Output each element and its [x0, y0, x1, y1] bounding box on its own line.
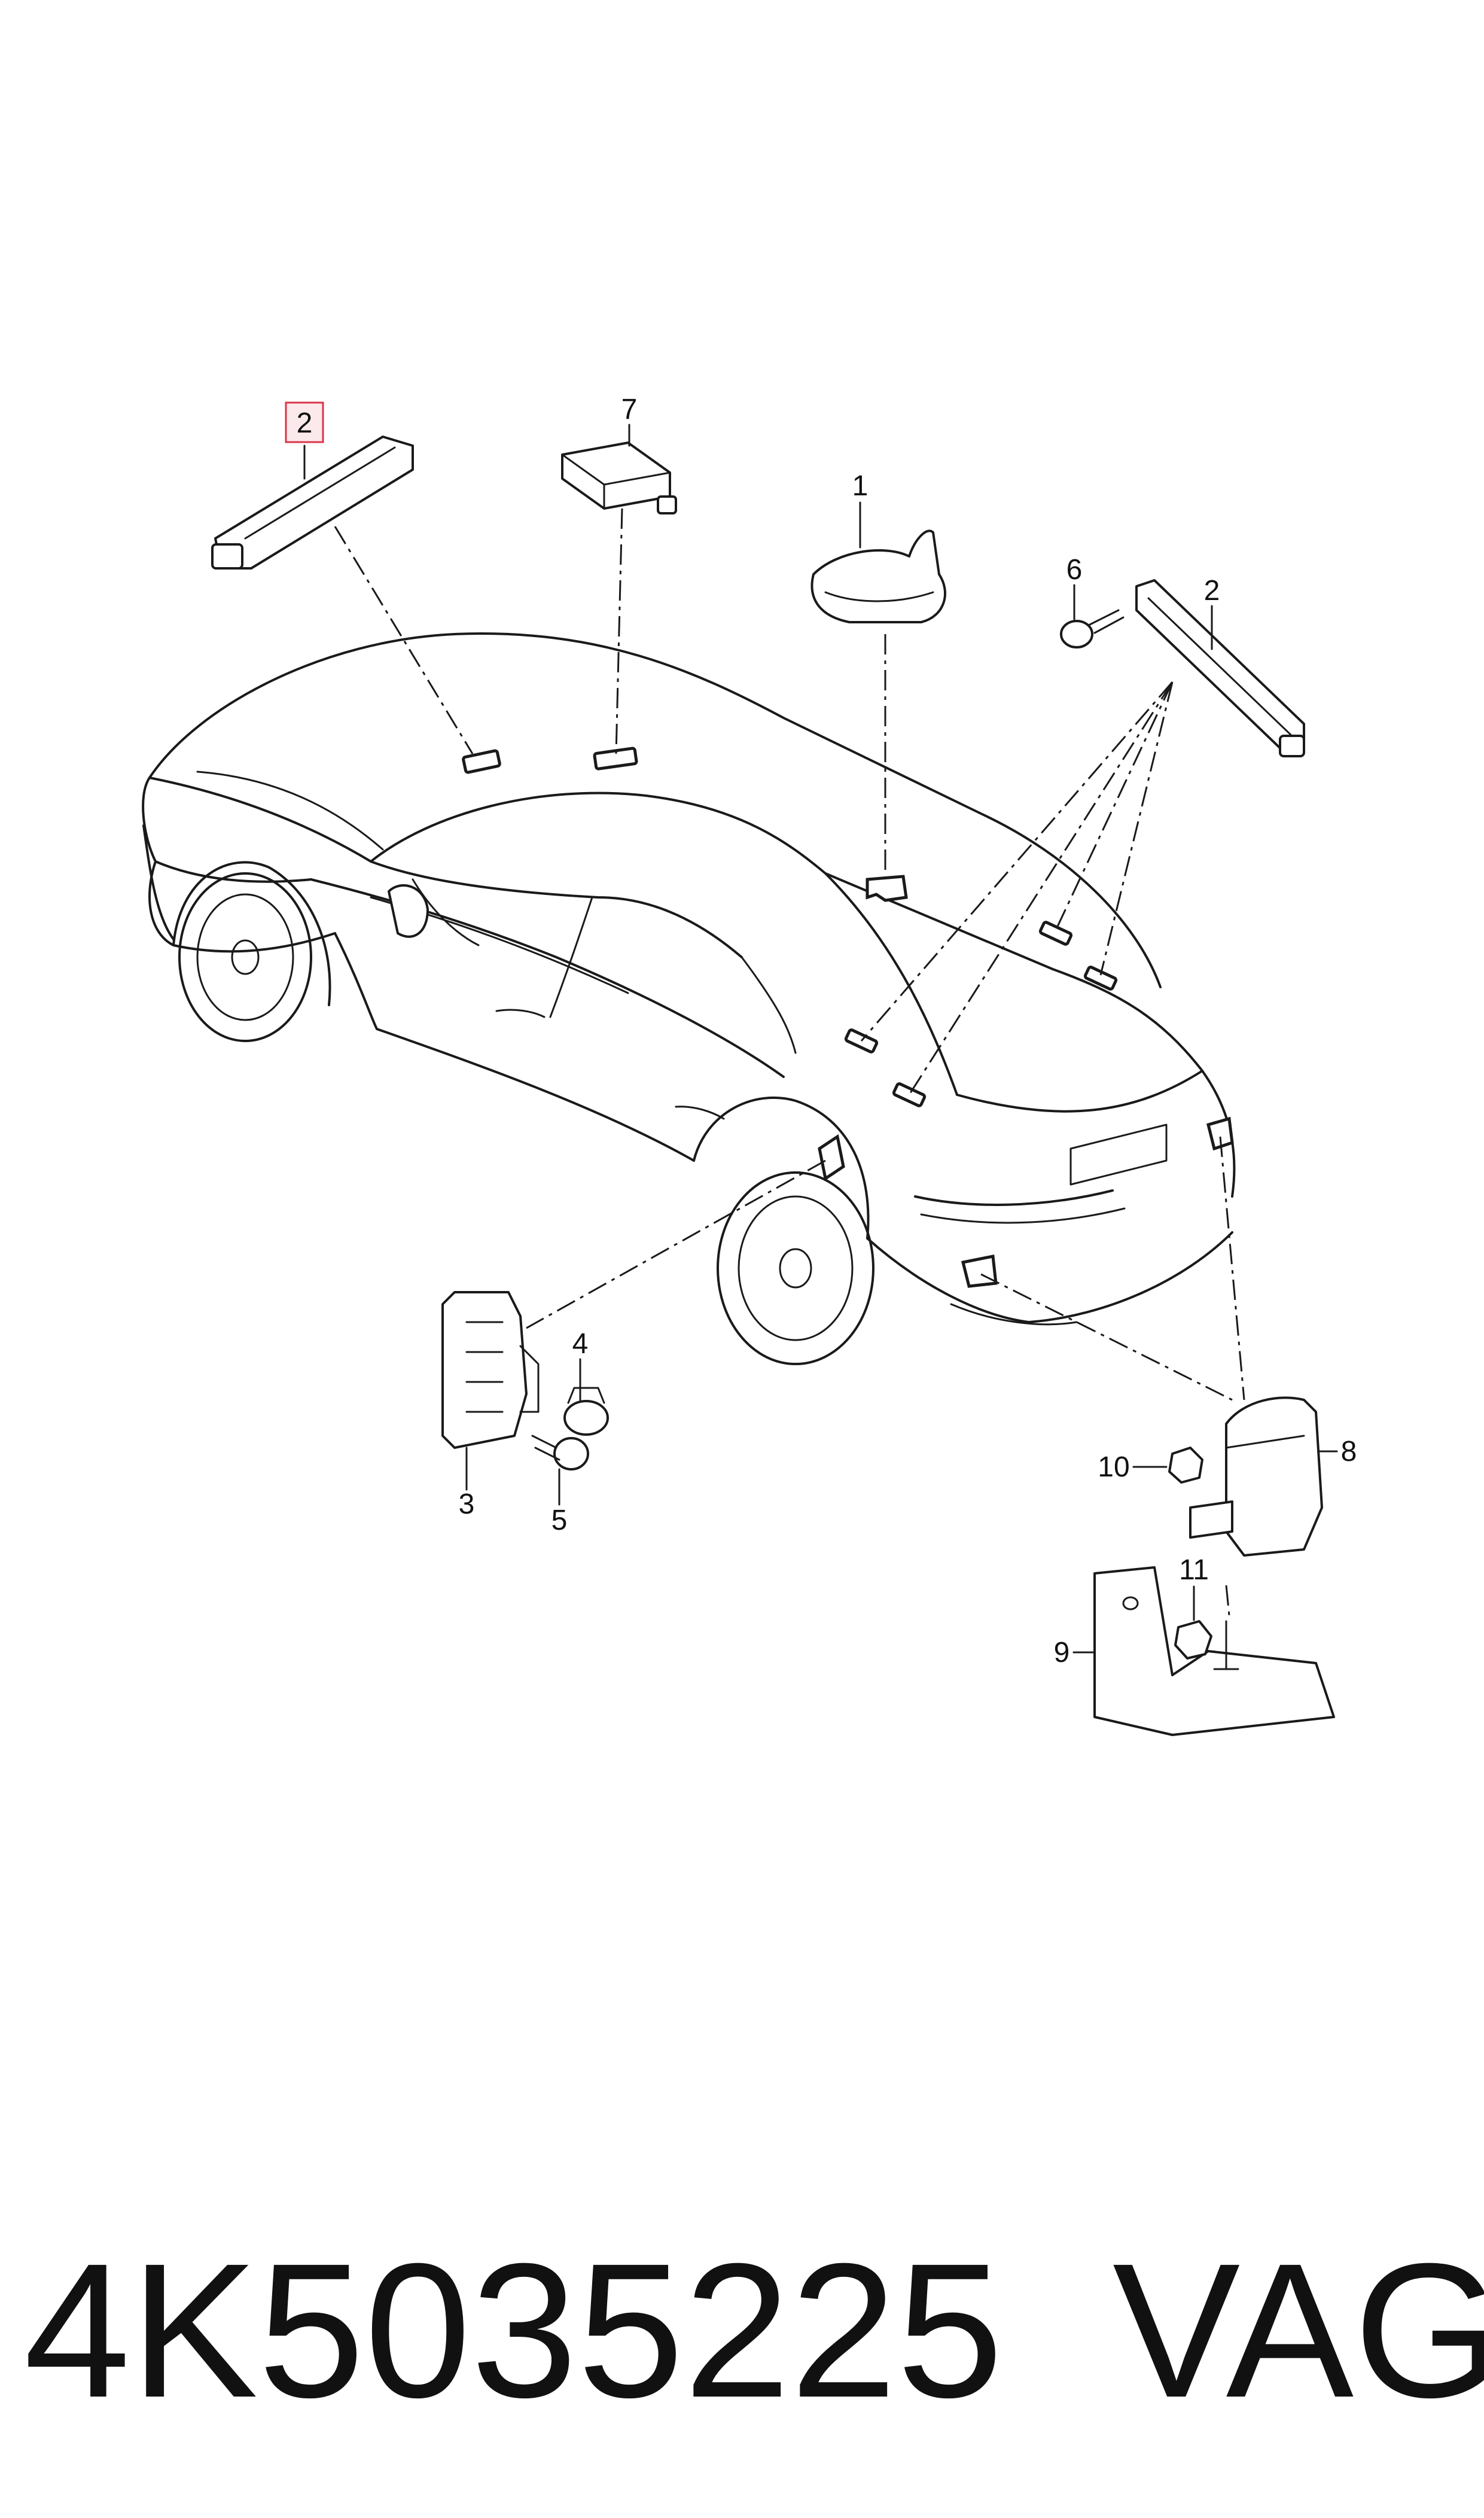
part-5-bolt[interactable] — [531, 1435, 589, 1470]
sensor-slot-rear-2 — [892, 1082, 927, 1107]
part-3-bracket[interactable] — [441, 1291, 540, 1449]
callout-2-highlight-box — [285, 401, 324, 443]
part-2-sensor-strip-right[interactable] — [1135, 579, 1305, 757]
callout-2-highlighted[interactable]: 2 — [297, 407, 313, 439]
sensor-slot-front-right — [593, 747, 638, 771]
callout-6[interactable]: 6 — [1066, 554, 1083, 586]
side-bracket-slot — [818, 1134, 845, 1182]
part-2-sensor-strip-left[interactable] — [211, 436, 414, 570]
callout-2[interactable]: 2 — [1204, 575, 1220, 607]
callout-3[interactable]: 3 — [459, 1488, 475, 1520]
sensor-slot-front-left — [462, 749, 501, 774]
callout-8[interactable]: 8 — [1341, 1436, 1357, 1467]
callout-9[interactable]: 9 — [1054, 1637, 1070, 1668]
sensor-slot-rear-4 — [1083, 966, 1118, 991]
callout-7[interactable]: 7 — [621, 394, 638, 425]
part-10-nut[interactable] — [1168, 1447, 1203, 1484]
part-1-shark-fin-antenna[interactable] — [810, 529, 946, 623]
part-8-module[interactable] — [1189, 1396, 1323, 1557]
rear-bumper-slot-left — [961, 1255, 998, 1288]
callout-5[interactable]: 5 — [551, 1505, 568, 1536]
part-7-control-unit[interactable] — [561, 442, 677, 514]
part-11-nut[interactable] — [1174, 1620, 1212, 1660]
callout-4[interactable]: 4 — [572, 1328, 589, 1360]
part-number-footer: 4K5035225 — [24, 2223, 1004, 2437]
antenna-mount-slot — [866, 875, 908, 902]
callout-10[interactable]: 10 — [1098, 1451, 1129, 1483]
part-6-screw[interactable] — [1060, 609, 1125, 648]
callout-11[interactable]: 11 — [1179, 1554, 1209, 1586]
callout-1[interactable]: 1 — [852, 470, 869, 502]
sensor-slot-rear-3 — [1038, 921, 1073, 946]
rear-bumper-slot-right — [1206, 1116, 1234, 1151]
brand-footer: VAG — [1113, 2223, 1484, 2437]
callout-labels: 2 7 1 6 2 4 3 5 8 10 11 9 — [285, 394, 1357, 1668]
part-4-clip[interactable] — [563, 1387, 609, 1436]
car-illustration — [142, 632, 1236, 1365]
part-9-mounting-plate[interactable] — [1093, 1566, 1335, 1736]
leader-lines — [334, 508, 1245, 1616]
